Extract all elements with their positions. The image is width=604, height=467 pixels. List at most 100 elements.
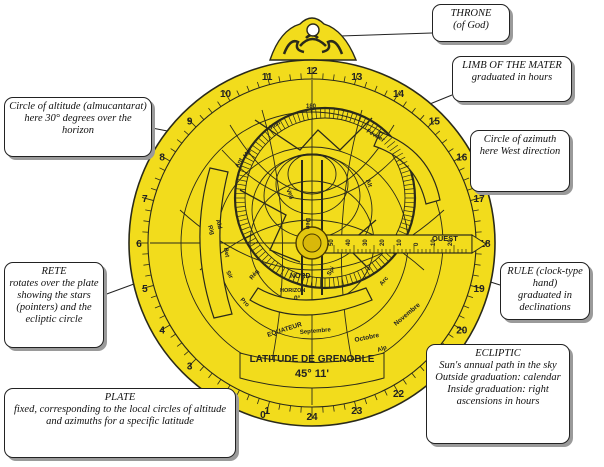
limb-tick	[463, 305, 470, 309]
limb-tick	[470, 197, 483, 201]
ecliptic-tick	[394, 152, 404, 159]
label-vega: Veg	[284, 188, 295, 201]
ecliptic-tick	[246, 152, 256, 159]
label-bet: Bet	[222, 247, 230, 258]
ecliptic-tick	[333, 108, 335, 119]
limb-tick	[217, 379, 222, 385]
limb-tick	[141, 285, 154, 289]
label-alp: Alp	[377, 345, 388, 354]
limb-tick	[374, 394, 378, 401]
limb-tick	[176, 342, 183, 347]
ecliptic-tick	[305, 109, 309, 120]
limb-hour-label: 5	[142, 284, 148, 295]
limb-hour-label: 7	[142, 194, 148, 205]
limb-hour-label: 16	[456, 153, 468, 164]
callout-rule: RULE (clock-type hand) graduated in decl…	[500, 262, 590, 320]
ecliptic-tick	[341, 276, 345, 287]
ecliptic-tick	[257, 251, 266, 259]
label-nord: NORD	[290, 273, 311, 280]
limb-tick	[458, 167, 465, 171]
limb-tick	[472, 209, 479, 212]
callout-limb-body: graduated in hours	[471, 72, 553, 83]
label-septembre: Septembre	[300, 327, 332, 336]
label-pro: Pro	[239, 297, 251, 309]
limb-tick	[199, 114, 205, 120]
limb-tick	[354, 72, 358, 85]
ecliptic-tick	[239, 222, 250, 227]
ecliptic-tick	[296, 273, 301, 284]
callout-altitude: Circle of altitude (almucantarat) here 3…	[4, 97, 152, 157]
callout-rete-body: rotates over the plate showing the stars…	[9, 278, 99, 325]
ecliptic-tick	[319, 108, 322, 119]
limb-tick	[453, 154, 465, 162]
callout-throne: THRONE (of God)	[432, 4, 510, 42]
limb-tick	[435, 130, 441, 136]
ecliptic-tick	[257, 137, 266, 145]
limb-tick	[289, 405, 291, 412]
limb-tick	[256, 398, 260, 405]
limb-tick	[289, 74, 291, 81]
callout-azimuth-title: Circle of azimuth	[483, 134, 557, 145]
limb-tick	[159, 167, 166, 171]
ecliptic-tick	[242, 230, 253, 235]
ecliptic-tick	[353, 272, 358, 283]
ecliptic-tick	[237, 174, 248, 178]
ecliptic-tick	[399, 226, 410, 231]
limb-tick	[472, 274, 479, 277]
limb-tick	[170, 148, 176, 153]
label-arc: Arc	[379, 275, 390, 287]
ecliptic-tick	[235, 188, 246, 190]
limb-tick	[463, 177, 470, 181]
limb-hour-label: 22	[393, 389, 405, 400]
ecliptic-tick	[368, 264, 375, 274]
ecliptic-tick	[275, 264, 282, 274]
limb-tick	[208, 372, 213, 379]
ecliptic-tick	[361, 269, 367, 279]
ecliptic-tick	[268, 127, 275, 137]
limb-tick	[217, 101, 222, 107]
callout-ecliptic-body: Sun's annual path in the sky Outside gra…	[435, 360, 561, 407]
limb-tick	[411, 107, 416, 114]
limb-tick	[333, 74, 335, 81]
limb-tick	[141, 197, 154, 201]
limb-tick	[150, 187, 157, 191]
ecliptic-tick	[240, 165, 251, 170]
callout-throne-title: THRONE	[450, 8, 492, 19]
ecliptic-tick	[371, 262, 379, 272]
ecliptic-tick	[251, 144, 261, 152]
limb-tick	[441, 139, 448, 144]
limb-tick	[419, 366, 425, 372]
ecliptic-tick	[399, 165, 410, 170]
callout-rule-title: RULE (clock-type hand)	[507, 266, 583, 289]
ecliptic-tick	[357, 270, 362, 281]
limb-tick	[266, 72, 270, 85]
ecliptic-tick	[315, 277, 317, 288]
callout-rule-body: graduated in declinations	[518, 290, 572, 313]
limb-tick	[364, 398, 368, 405]
limb-tick	[183, 350, 189, 356]
limb-tick	[236, 389, 240, 396]
rule-ticks	[333, 245, 467, 253]
label-alt-top: 180	[306, 104, 317, 110]
rule-mark-label: 40	[346, 239, 352, 246]
ecliptic-tick	[279, 119, 286, 129]
limb-tick	[474, 264, 481, 266]
limb-zero-label: 0	[260, 410, 266, 421]
rule-mark-label: 0	[414, 242, 420, 246]
ecliptic-tick	[315, 108, 317, 119]
limb-hour-label: 24	[306, 412, 318, 423]
limb-tick	[393, 384, 401, 396]
limb-tick	[333, 405, 335, 412]
limb-hour-label: 8	[159, 153, 165, 164]
limb-tick	[256, 81, 260, 88]
limb-hour-label: 19	[474, 284, 486, 295]
ecliptic-tick	[237, 218, 248, 222]
ecliptic-tick	[275, 122, 282, 132]
ecliptic-tick	[271, 124, 279, 134]
limb-tick	[384, 389, 388, 396]
limb-tick	[236, 90, 240, 97]
ecliptic-tick	[333, 277, 335, 288]
callout-ecliptic: ECLIPTIC Sun's annual path in the sky Ou…	[426, 344, 570, 444]
center-pin	[295, 226, 329, 260]
